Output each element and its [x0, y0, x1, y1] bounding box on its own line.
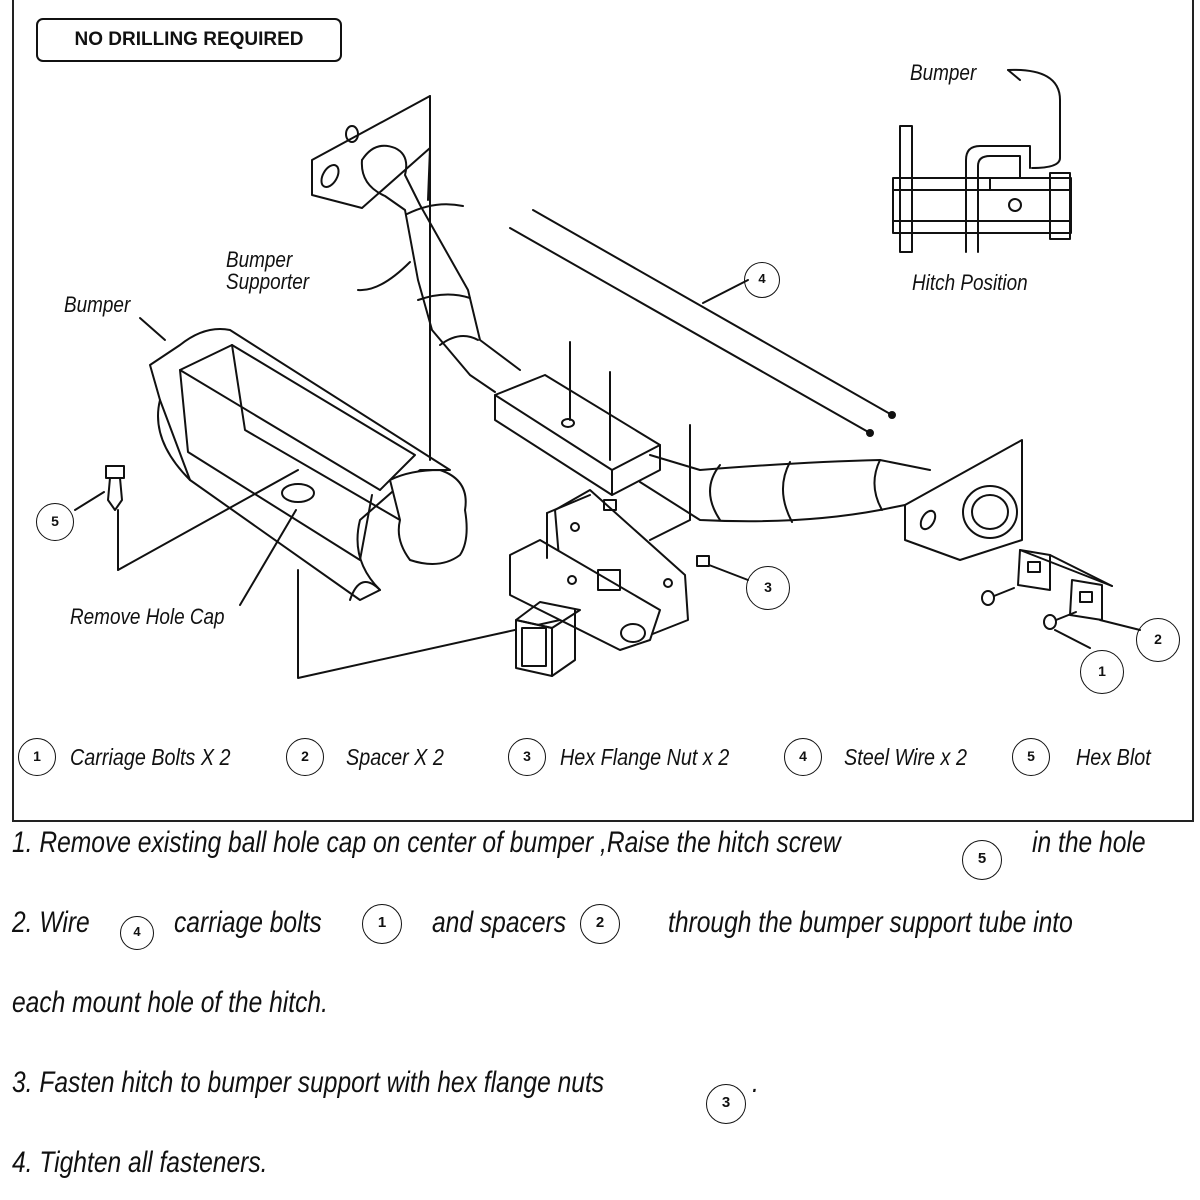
diagram-frame	[12, 0, 1194, 822]
callout-carriage-bolt: 1	[1080, 650, 1124, 694]
legend-text: Carriage Bolts X 2	[70, 743, 231, 770]
label-bumper-top: Bumper	[910, 60, 977, 85]
hitch-installation-drawing	[74, 68, 1141, 679]
legend-text: Spacer X 2	[346, 743, 444, 770]
hitch-position-inset	[892, 68, 1072, 253]
step-2-text-spacers: and spacers	[432, 906, 567, 939]
bumper-section	[117, 95, 561, 679]
callout-hex-bolt: 5	[36, 503, 74, 541]
step-2-callout-spacers: 2	[580, 904, 620, 944]
bumper-supporter-tube	[311, 95, 1023, 561]
step-3-callout: 3	[706, 1084, 746, 1124]
hex-bolt	[74, 465, 125, 511]
step-2-callout-bolts: 1	[362, 904, 402, 944]
label-hitch-position: Hitch Position	[912, 270, 1028, 295]
legend-item: 5 Hex Blot	[1012, 738, 1163, 776]
legend-text: Hex Blot	[1076, 743, 1151, 770]
legend-text: Steel Wire x 2	[844, 743, 967, 770]
no-drilling-badge: NO DRILLING REQUIRED	[36, 18, 342, 62]
step-1-callout: 5	[962, 840, 1002, 880]
label-bumper-supporter-1: Bumper	[226, 247, 293, 272]
parts-legend: 1 Carriage Bolts X 2 2 Spacer X 2 3 Hex …	[0, 738, 1200, 784]
legend-number: 4	[784, 738, 822, 776]
center-receiver-block	[494, 341, 661, 496]
hitch-receiver	[509, 424, 749, 677]
step-2-text-end: through the bumper support tube into	[668, 906, 1073, 939]
step-2-text-bolts: carriage bolts	[174, 906, 322, 939]
callout-hex-flange-nut: 3	[746, 566, 790, 610]
step-2-text-line2: each mount hole of the hitch.	[12, 986, 328, 1019]
step-3-text-end: .	[752, 1066, 759, 1099]
legend-item: 3 Hex Flange Nut x 2	[508, 738, 757, 776]
legend-item: 2 Spacer X 2	[286, 738, 460, 776]
step-2-text: 2. Wire	[12, 906, 90, 939]
label-bumper-supporter-2: Supporter	[226, 269, 310, 294]
step-1-text-end: in the hole	[1032, 826, 1146, 859]
legend-item: 4 Steel Wire x 2	[784, 738, 987, 776]
legend-item: 1 Carriage Bolts X 2	[18, 738, 257, 776]
step-1-text: 1. Remove existing ball hole cap on cent…	[12, 826, 841, 859]
step-4-text: 4. Tighten all fasteners.	[12, 1146, 268, 1179]
step-2-callout-wire: 4	[120, 916, 154, 950]
legend-number: 2	[286, 738, 324, 776]
label-bumper-left: Bumper	[64, 292, 131, 317]
callout-steel-wire: 4	[744, 262, 780, 298]
legend-number: 1	[18, 738, 56, 776]
legend-number: 5	[1012, 738, 1050, 776]
step-3-text: 3. Fasten hitch to bumper support with h…	[12, 1066, 605, 1099]
label-remove-hole-cap: Remove Hole Cap	[70, 604, 225, 629]
legend-text: Hex Flange Nut x 2	[560, 743, 730, 770]
carriage-bolts-spacers	[981, 549, 1141, 649]
callout-spacer: 2	[1136, 618, 1180, 662]
legend-number: 3	[508, 738, 546, 776]
steel-wires	[509, 209, 896, 437]
